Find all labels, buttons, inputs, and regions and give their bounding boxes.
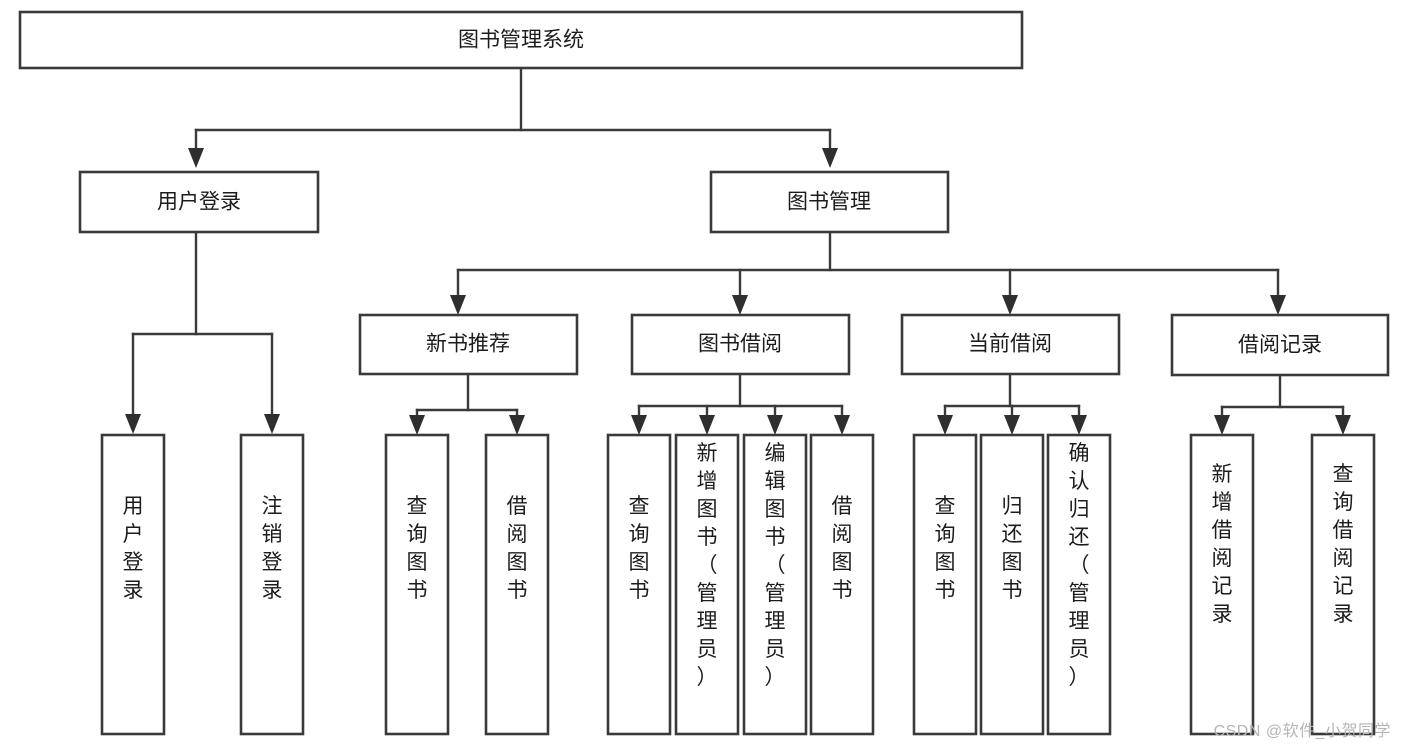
arrow-head-icon	[409, 415, 425, 435]
arrow-head-icon	[1270, 295, 1286, 315]
node-root-system[interactable]: 图书管理系统	[18, 10, 1024, 70]
leaf-box[interactable]	[979, 433, 1045, 736]
arrow-head-icon	[699, 415, 715, 435]
arrow-head-icon	[1004, 415, 1020, 435]
leaf-box[interactable]	[1310, 433, 1376, 736]
leaf-label: 用户登录	[123, 495, 144, 602]
node-label-current-borrow: 当前借阅	[968, 333, 1052, 356]
arrow-head-icon	[1214, 415, 1230, 435]
arrow-head-icon	[1335, 415, 1351, 435]
arrow-head-icon	[631, 415, 647, 435]
arrow-head-icon	[767, 415, 783, 435]
leaf-borrow-query-book[interactable]: 查询图书	[606, 433, 672, 736]
leaf-label: 借阅图书	[832, 495, 853, 602]
arrow-head-icon	[125, 414, 141, 434]
node-box-user-login[interactable]	[78, 170, 320, 234]
node-label-root: 图书管理系统	[458, 29, 584, 52]
arrow-head-icon	[1002, 295, 1018, 315]
leaf-label: 查询图书	[629, 495, 650, 602]
leaf-label: 借阅图书	[507, 495, 528, 602]
leaf-borrow-edit-book-admin[interactable]: 编辑图书（管理员）	[742, 433, 808, 736]
arrow-head-icon	[509, 415, 525, 435]
leaf-label: 查询图书	[407, 495, 428, 602]
leaf-recommend-borrow-book[interactable]: 借阅图书	[484, 433, 550, 736]
leaf-record-query-record[interactable]: 查询借阅记录	[1310, 433, 1376, 736]
arrow-head-icon	[822, 148, 838, 168]
leaf-label: 新增图书（管理员）	[697, 442, 718, 689]
node-label-user-login: 用户登录	[157, 191, 241, 214]
leaf-box[interactable]	[1046, 433, 1112, 736]
node-box-borrow-record[interactable]	[1170, 313, 1390, 377]
leaf-borrow-add-book-admin[interactable]: 新增图书（管理员）	[674, 433, 740, 736]
node-borrow-record[interactable]: 借阅记录	[1170, 313, 1390, 377]
arrow-head-icon	[834, 415, 850, 435]
node-label-borrow-record: 借阅记录	[1238, 334, 1322, 357]
leaf-box[interactable]	[484, 433, 550, 736]
arrow-head-icon	[732, 295, 748, 315]
arrow-head-icon	[264, 414, 280, 434]
node-user-login[interactable]: 用户登录	[78, 170, 320, 234]
arrow-head-icon	[450, 295, 466, 315]
leaf-recommend-query-book[interactable]: 查询图书	[384, 433, 450, 736]
node-box-book-management[interactable]	[709, 170, 950, 234]
leaf-label: 新增借阅记录	[1212, 463, 1233, 626]
node-label-book-management: 图书管理	[787, 191, 871, 214]
leaf-current-confirm-return-admin[interactable]: 确认归还（管理员）	[1046, 433, 1112, 736]
connector-layer	[125, 66, 1351, 435]
leaf-box[interactable]	[912, 433, 978, 736]
node-current-borrow[interactable]: 当前借阅	[900, 313, 1121, 376]
leaf-record-add-record[interactable]: 新增借阅记录	[1189, 433, 1255, 736]
arrow-head-icon	[1071, 415, 1087, 435]
leaf-label: 查询图书	[935, 495, 956, 602]
leaf-label: 归还图书	[1002, 495, 1023, 602]
leaf-box[interactable]	[1189, 433, 1255, 736]
leaf-current-return-book[interactable]: 归还图书	[979, 433, 1045, 736]
node-box-new-book-recommend[interactable]	[358, 313, 579, 376]
leaf-current-query-book[interactable]: 查询图书	[912, 433, 978, 736]
leaf-label: 确认归还（管理员）	[1069, 442, 1090, 689]
node-new-book-recommend[interactable]: 新书推荐	[358, 313, 579, 376]
leaf-label: 编辑图书（管理员）	[765, 442, 786, 689]
node-book-management[interactable]: 图书管理	[709, 170, 950, 234]
node-label-book-borrow: 图书借阅	[698, 333, 782, 356]
node-box-root[interactable]	[18, 10, 1024, 70]
node-label-new-book-recommend: 新书推荐	[426, 333, 510, 356]
node-book-borrow[interactable]: 图书借阅	[630, 313, 851, 376]
leaf-label: 注销登录	[262, 495, 283, 602]
leaf-box[interactable]	[606, 433, 672, 736]
arrow-head-icon	[188, 148, 204, 168]
leaf-box[interactable]	[239, 433, 305, 736]
leaf-box[interactable]	[742, 433, 808, 736]
leaf-box[interactable]	[809, 433, 875, 736]
leaf-box[interactable]	[100, 433, 166, 736]
leaf-borrow-borrow-book[interactable]: 借阅图书	[809, 433, 875, 736]
arrow-head-icon	[937, 415, 953, 435]
leaf-label: 查询借阅记录	[1333, 463, 1354, 626]
leaf-box[interactable]	[384, 433, 450, 736]
leaf-user-login-login[interactable]: 用户登录	[100, 433, 166, 736]
node-box-current-borrow[interactable]	[900, 313, 1121, 376]
node-box-book-borrow[interactable]	[630, 313, 851, 376]
csdn-watermark: CSDN @软件_小贺同学	[1213, 723, 1391, 740]
leaf-box[interactable]	[674, 433, 740, 736]
leaf-user-login-logout[interactable]: 注销登录	[239, 433, 305, 736]
